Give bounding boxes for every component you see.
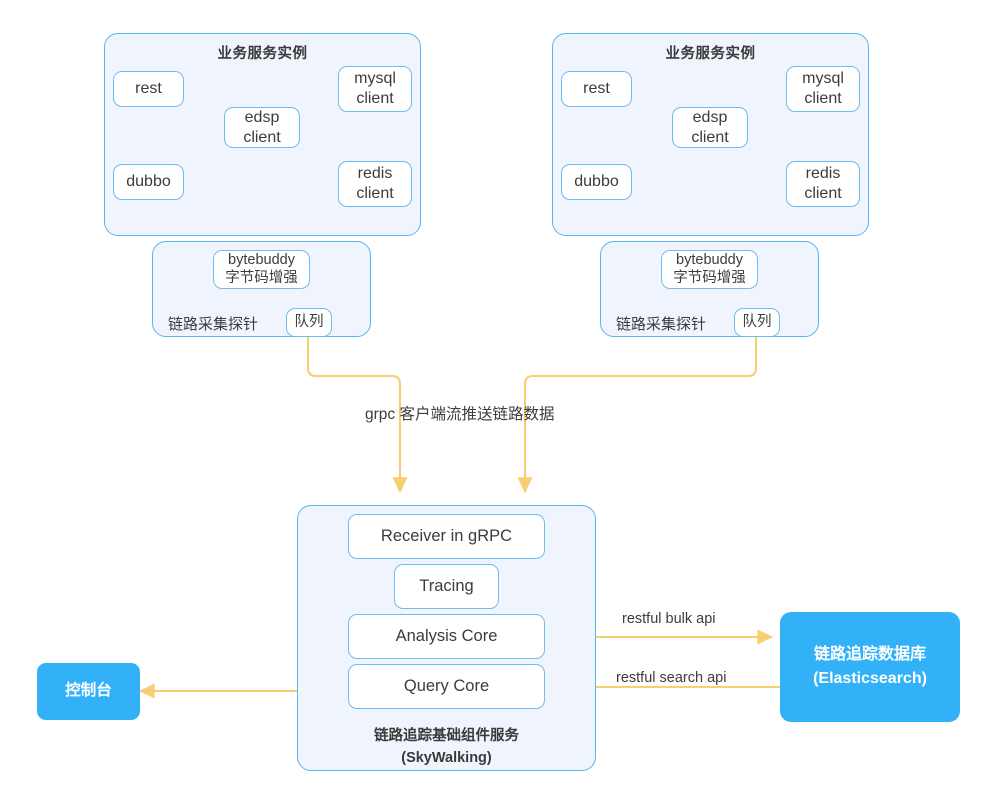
component-edsp-client-left[interactable]: edsp client (224, 107, 300, 148)
edge-label-bulk-api: restful bulk api (622, 611, 716, 627)
component-mysql-client-left[interactable]: mysql client (338, 66, 412, 112)
edge-label-search-api: restful search api (616, 670, 727, 686)
component-rest-left[interactable]: rest (113, 71, 184, 107)
component-dubbo-left[interactable]: dubbo (113, 164, 184, 200)
component-redis-client-left[interactable]: redis client (338, 161, 412, 207)
component-edsp-client-right[interactable]: edsp client (672, 107, 748, 148)
console-box[interactable]: 控制台 (37, 663, 140, 720)
service-instance-title: 业务服务实例 (665, 46, 756, 62)
grpc-transport-label: grpc 客户端流推送链路数据 (365, 406, 555, 423)
bytebuddy-box-right[interactable]: bytebuddy 字节码增强 (661, 250, 758, 289)
component-dubbo-right[interactable]: dubbo (561, 164, 632, 200)
module-analysis-core[interactable]: Analysis Core (348, 614, 545, 659)
elasticsearch-box[interactable]: 链路追踪数据库 (Elasticsearch) (780, 612, 960, 722)
module-tracing[interactable]: Tracing (394, 564, 499, 609)
bytebuddy-box-left[interactable]: bytebuddy 字节码增强 (213, 250, 310, 289)
component-redis-client-right[interactable]: redis client (786, 161, 860, 207)
service-instance-title: 业务服务实例 (217, 46, 308, 62)
queue-box-right[interactable]: 队列 (734, 308, 780, 337)
component-rest-right[interactable]: rest (561, 71, 632, 107)
edge-probe-right-to-grpc (517, 337, 758, 494)
queue-box-left[interactable]: 队列 (286, 308, 332, 337)
probe-label-right: 链路采集探针 (616, 316, 707, 333)
skywalking-title: 链路追踪基础组件服务 (SkyWalking) (374, 728, 519, 766)
module-receiver-in-grpc[interactable]: Receiver in gRPC (348, 514, 545, 559)
component-mysql-client-right[interactable]: mysql client (786, 66, 860, 112)
module-query-core[interactable]: Query Core (348, 664, 545, 709)
probe-label-left: 链路采集探针 (168, 316, 259, 333)
